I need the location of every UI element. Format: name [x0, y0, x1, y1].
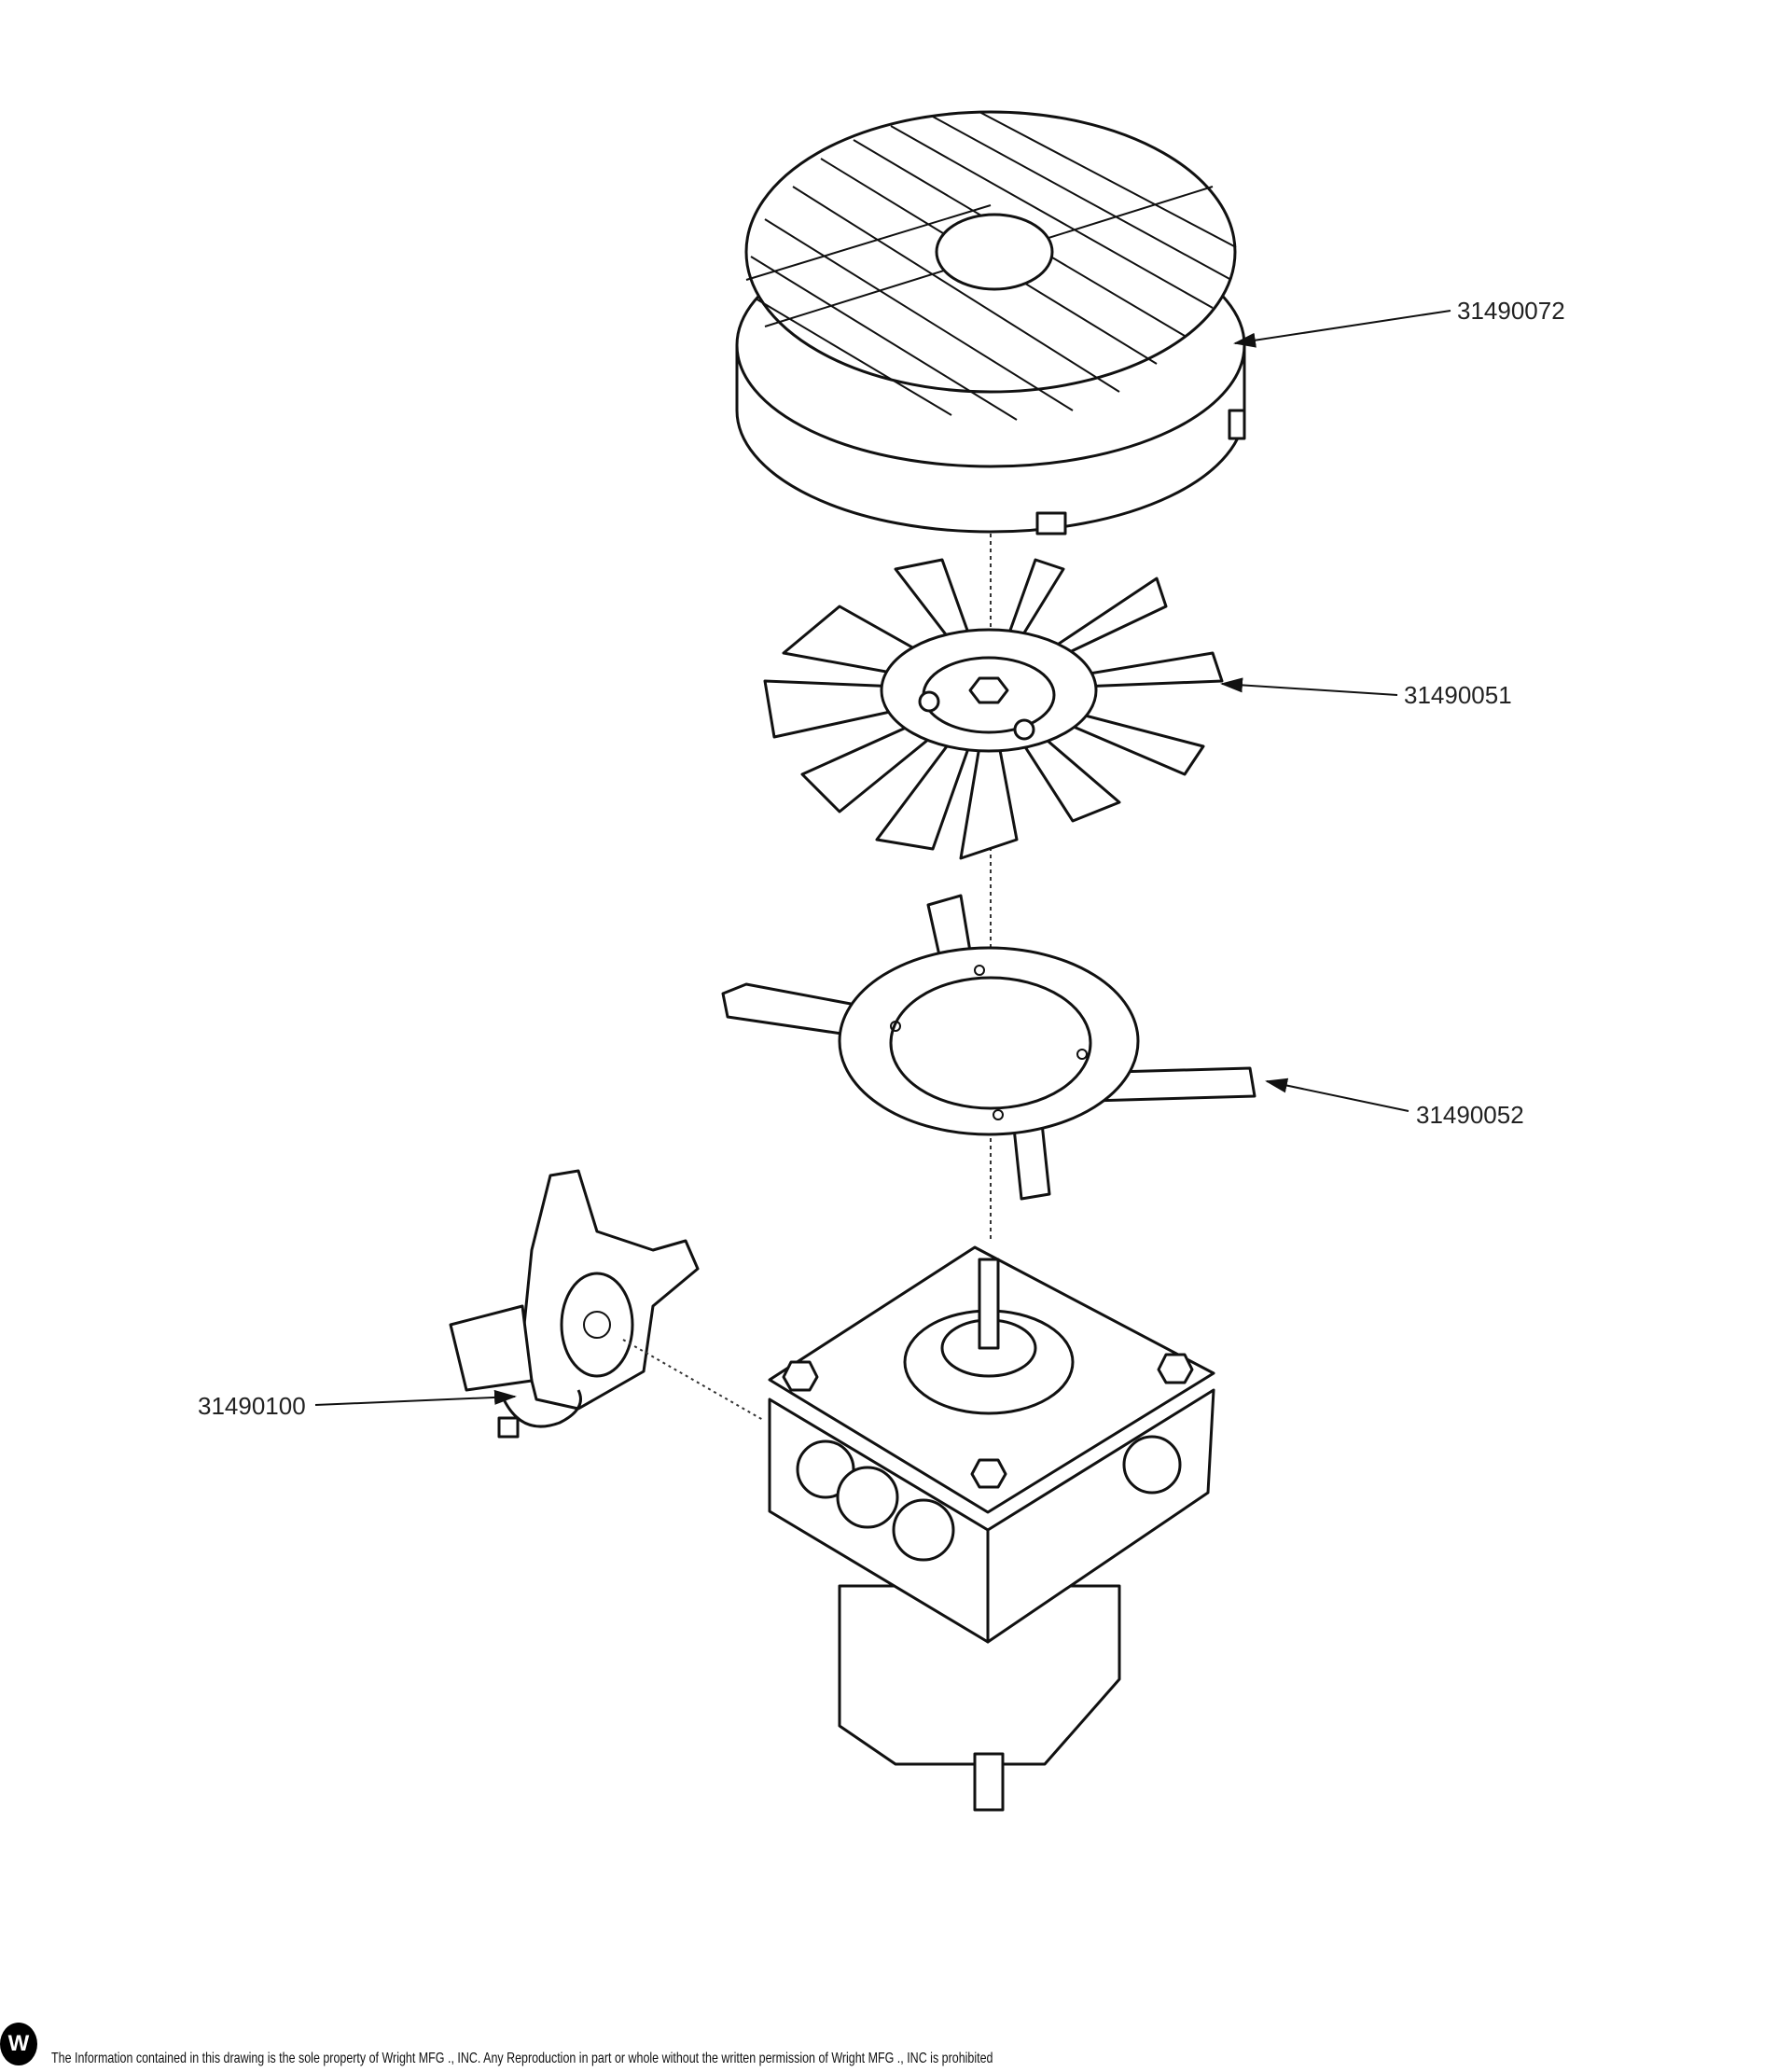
- wright-logo: W: [0, 2023, 37, 2065]
- control-arm-connection-line: [622, 1339, 764, 1421]
- part-number-label: 31490052: [1416, 1101, 1524, 1129]
- part-number-label: 31490100: [198, 1392, 306, 1420]
- leader-31490051: [1220, 677, 1398, 696]
- copyright-notice: The Information contained in this drawin…: [51, 2051, 993, 2066]
- fan-shroud-drawing: [735, 110, 1246, 535]
- leader-31490100: [314, 1389, 517, 1406]
- leader-31490052: [1265, 1078, 1409, 1112]
- part-number-label: 31490051: [1404, 681, 1512, 709]
- fan-drawing: [763, 558, 1224, 860]
- part-number-label: 31490072: [1457, 297, 1565, 325]
- bracket-drawing: [721, 894, 1256, 1201]
- hydro-pump-drawing: [768, 1245, 1215, 1812]
- control-arm-drawing: [449, 1169, 700, 1439]
- leader-31490072: [1233, 310, 1451, 348]
